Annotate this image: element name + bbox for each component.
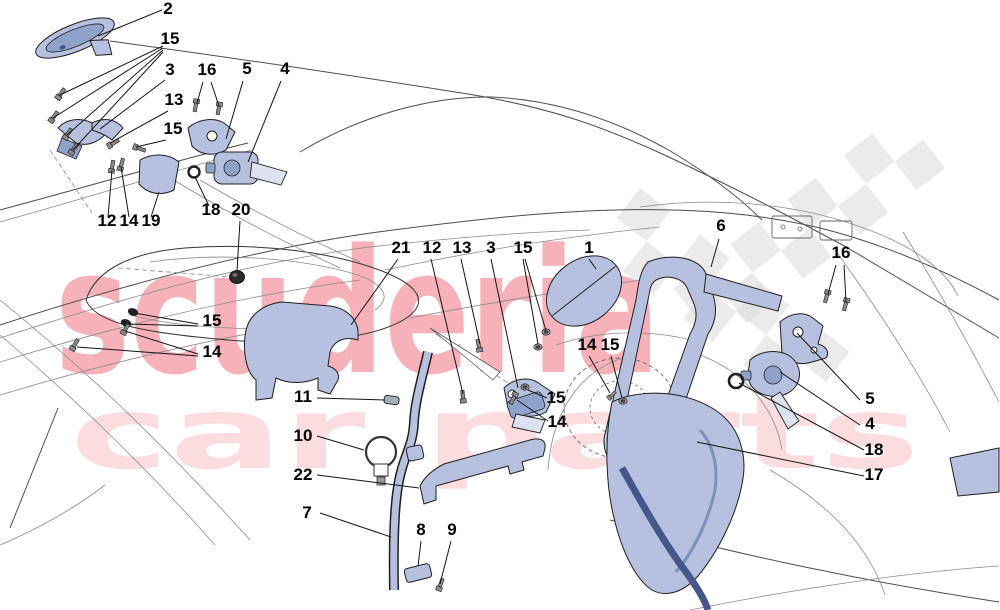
part-3-hinge-center bbox=[503, 378, 556, 434]
callout-18a: 18 bbox=[202, 200, 221, 219]
part-18-washer-top bbox=[187, 165, 201, 179]
callout-12b: 12 bbox=[423, 238, 442, 257]
callout-13b: 13 bbox=[453, 238, 472, 257]
callout-5b: 5 bbox=[865, 389, 874, 408]
callout-1: 1 bbox=[584, 238, 593, 257]
part-8-fitting bbox=[403, 563, 433, 583]
callout-7: 7 bbox=[302, 503, 311, 522]
callout-4b: 4 bbox=[865, 414, 875, 433]
callout-14a: 14 bbox=[120, 211, 139, 230]
fasteners bbox=[47, 86, 851, 593]
part-5-bracket-top bbox=[187, 119, 236, 155]
part-19-cover bbox=[138, 154, 180, 195]
part-21-bracket bbox=[243, 301, 359, 401]
callout-14b: 14 bbox=[203, 342, 222, 361]
callout-22: 22 bbox=[294, 465, 313, 484]
callout-12a: 12 bbox=[98, 211, 117, 230]
callout-14d: 14 bbox=[548, 412, 567, 431]
part-20-grommet bbox=[229, 270, 245, 284]
callout-15c: 15 bbox=[203, 311, 222, 330]
highlighted-parts bbox=[35, 17, 1000, 610]
callout-15d: 15 bbox=[514, 238, 533, 257]
leader-lines bbox=[52, 9, 865, 585]
callout-14c: 14 bbox=[578, 335, 597, 354]
part-17-cover bbox=[606, 392, 745, 610]
callout-13a: 13 bbox=[165, 90, 184, 109]
part-5-bracket-right bbox=[779, 313, 829, 365]
part-18-washer-right bbox=[727, 372, 745, 390]
callout-16a: 16 bbox=[198, 60, 217, 79]
callout-3a: 3 bbox=[165, 60, 174, 79]
callout-18b: 18 bbox=[865, 440, 884, 459]
part-11-pin bbox=[383, 395, 400, 406]
callout-17: 17 bbox=[865, 465, 884, 484]
callout-10: 10 bbox=[294, 426, 313, 445]
callout-15b: 15 bbox=[164, 119, 183, 138]
watermark-line2: car parts bbox=[70, 375, 920, 492]
callout-15e: 15 bbox=[601, 335, 620, 354]
callout-2: 2 bbox=[163, 0, 172, 18]
callout-16b: 16 bbox=[832, 243, 851, 262]
callout-15f: 15 bbox=[547, 388, 566, 407]
callout-3b: 3 bbox=[486, 238, 495, 257]
part-4-actuator-top bbox=[205, 151, 288, 186]
callout-21: 21 bbox=[392, 238, 411, 257]
part-10-clamp bbox=[364, 435, 398, 486]
callout-9: 9 bbox=[447, 520, 456, 539]
callout-19: 19 bbox=[142, 211, 161, 230]
callout-20: 20 bbox=[232, 200, 251, 219]
callout-11: 11 bbox=[294, 387, 312, 406]
part-1-disc bbox=[545, 255, 623, 327]
callout-6: 6 bbox=[716, 216, 725, 235]
part-trim-right-edge bbox=[949, 447, 1000, 497]
part-2-cover bbox=[35, 17, 115, 59]
callout-5a: 5 bbox=[242, 59, 251, 78]
part-22-rail bbox=[419, 438, 546, 505]
part-7-hose bbox=[388, 350, 433, 591]
callout-8: 8 bbox=[416, 520, 425, 539]
callout-15a: 15 bbox=[161, 29, 180, 48]
callout-labels: 2 15 3 16 5 4 13 15 12 14 19 18 20 15 14… bbox=[98, 0, 884, 539]
callout-4a: 4 bbox=[280, 59, 290, 78]
